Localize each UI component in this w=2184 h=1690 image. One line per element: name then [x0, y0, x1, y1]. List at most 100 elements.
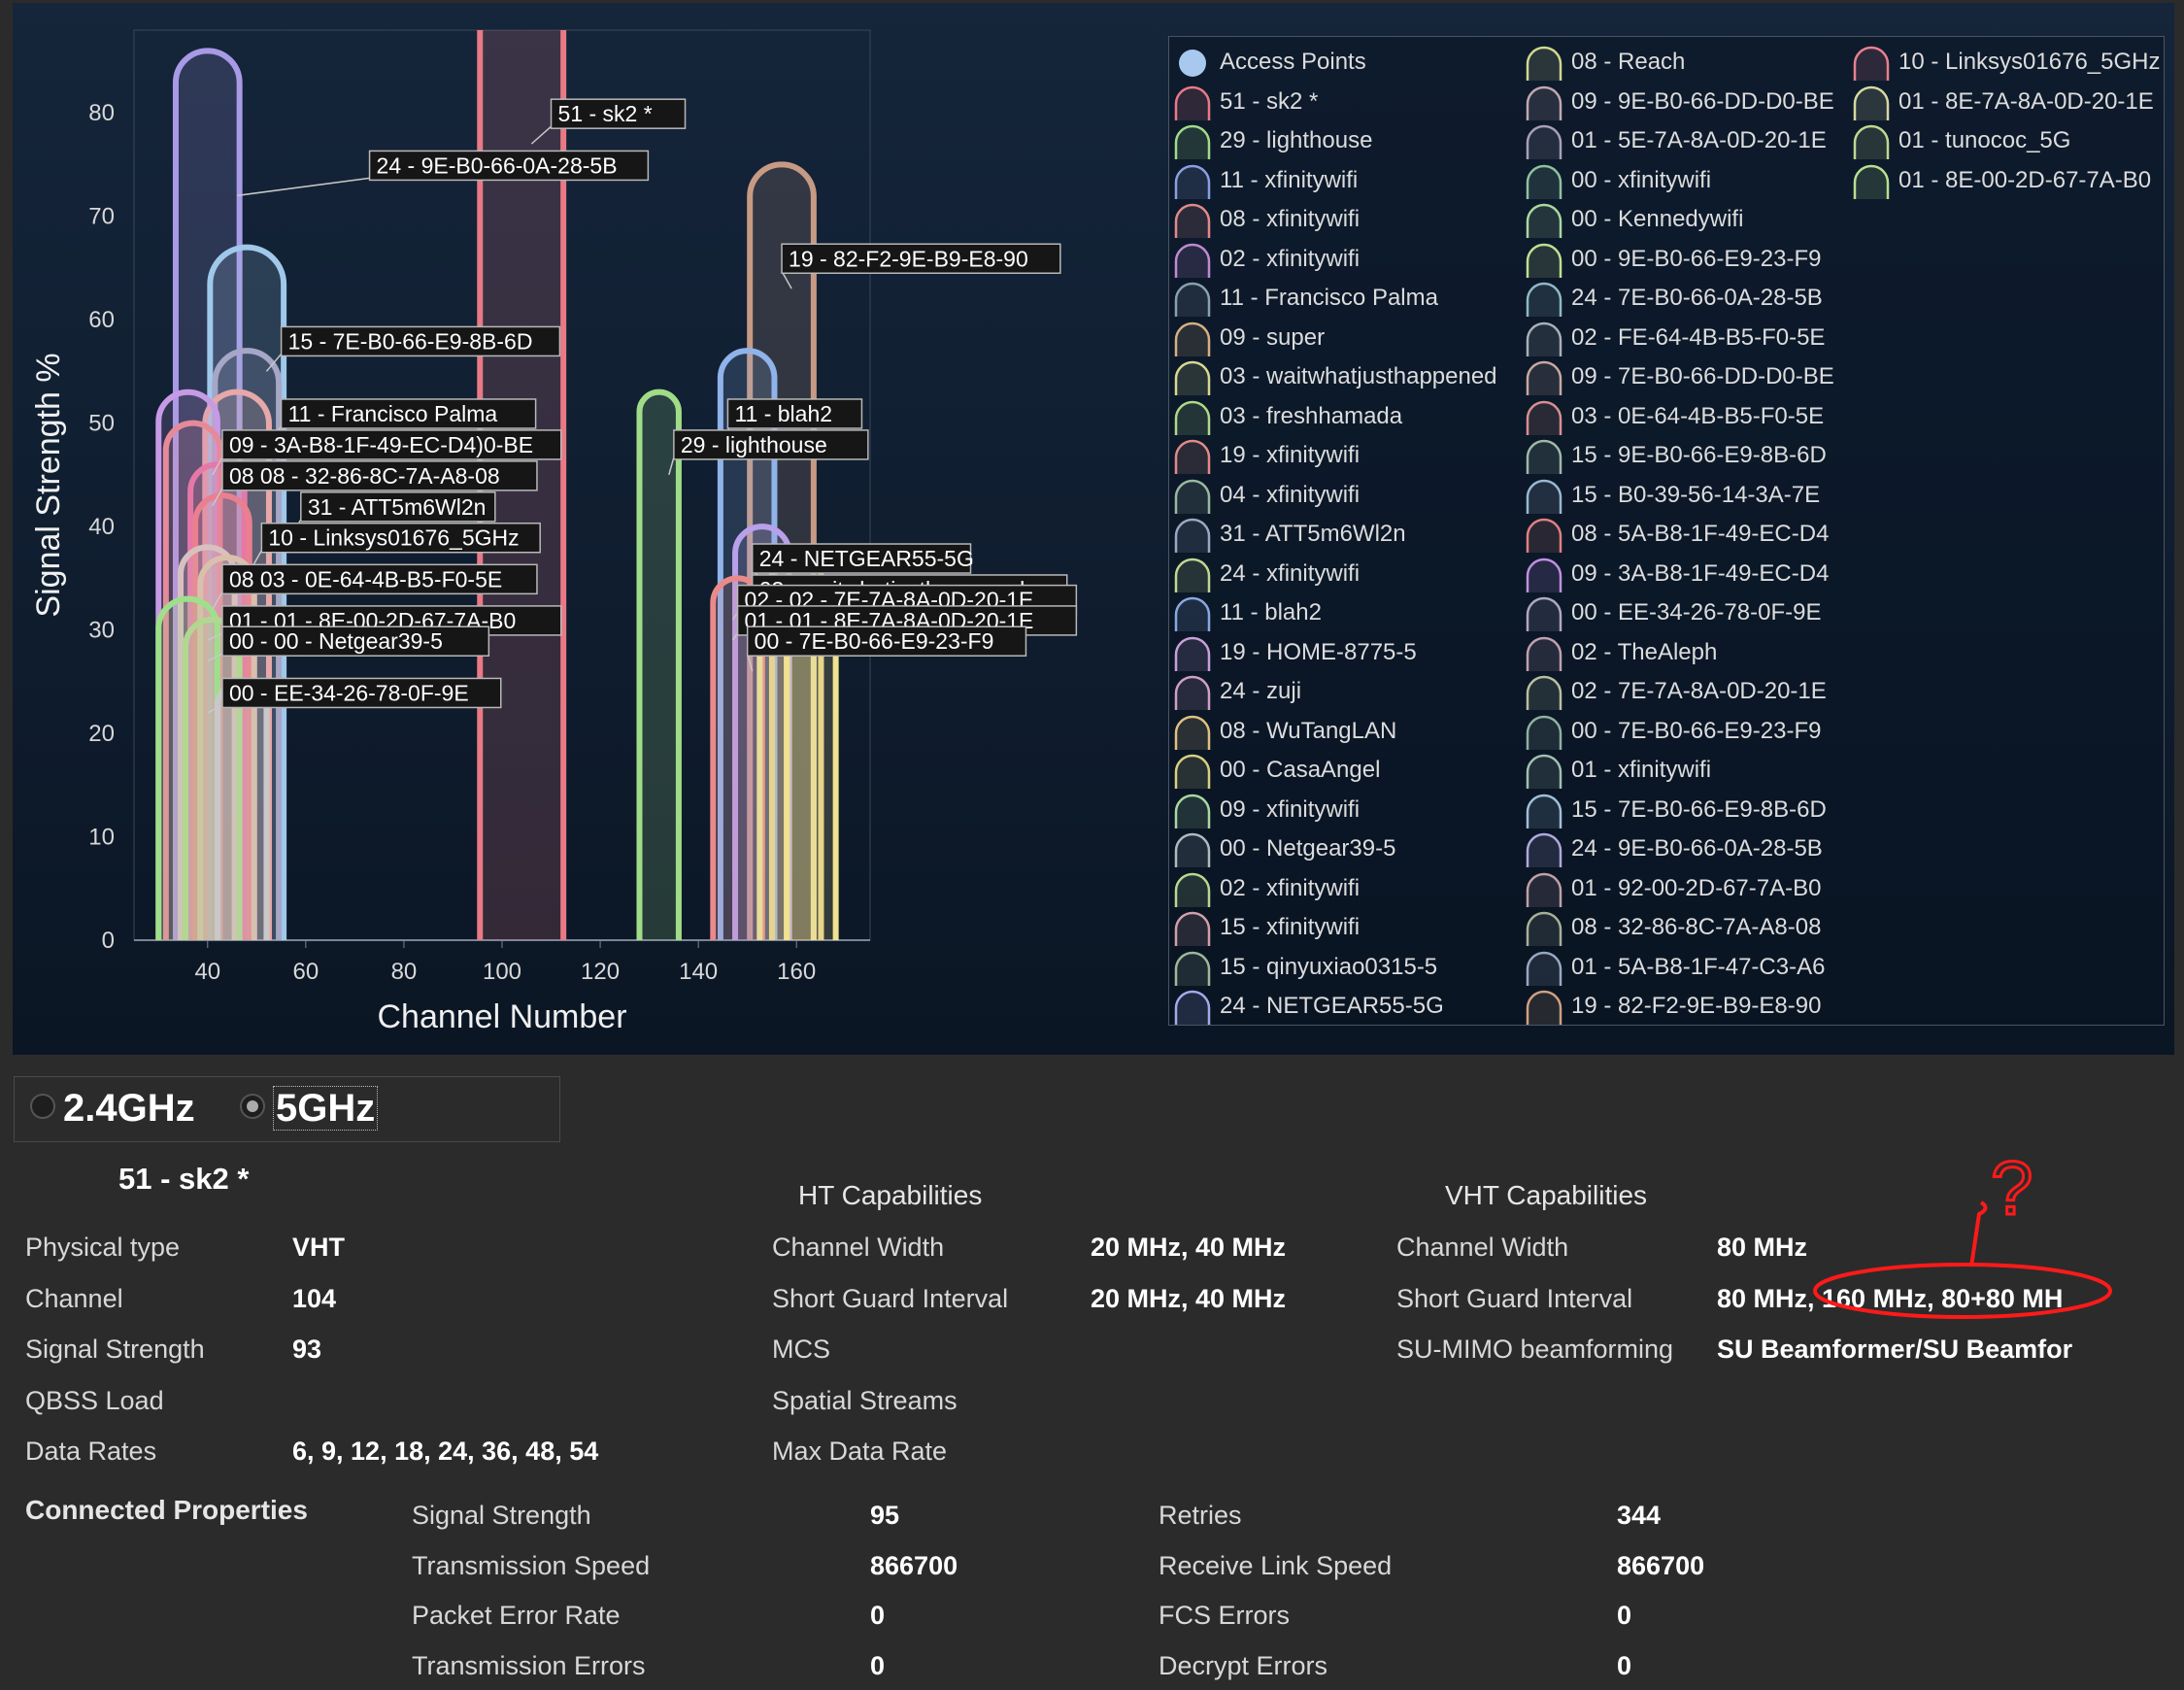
legend-item: 01 - xfinitywifi — [1521, 751, 1834, 791]
callout-leader-line — [265, 353, 283, 372]
property-label: Receive Link Speed — [1159, 1550, 1393, 1580]
legend-item: 00 - 9E-B0-66-E9-23-F9 — [1521, 240, 1834, 280]
legend-item: 00 - xfinitywifi — [1521, 161, 1834, 201]
series-swatch-icon — [1526, 596, 1562, 631]
series-swatch-icon — [1526, 439, 1562, 474]
legend-label: 01 - tunococ_5G — [1898, 127, 2071, 153]
legend-label: 24 - NETGEAR55-5G — [1220, 993, 1444, 1019]
series-swatch-icon — [1174, 321, 1211, 356]
legend-item: 09 - 9E-B0-66-DD-D0-BE — [1521, 83, 1834, 122]
legend-label: 15 - B0-39-56-14-3A-7E — [1571, 481, 1821, 508]
legend-label: 11 - blah2 — [1220, 599, 1322, 625]
callout-label-box — [673, 429, 869, 460]
radio-2-4ghz[interactable]: 2.4GHz — [30, 1087, 195, 1131]
callout-label-box — [221, 460, 538, 491]
annotation-line — [1969, 1200, 1988, 1268]
series-swatch-icon — [1174, 951, 1211, 986]
legend-item: 15 - xfinitywifi — [1169, 908, 1497, 948]
legend-item: 02 - 7E-7A-8A-0D-20-1E — [1521, 672, 1834, 712]
series-swatch-icon — [1853, 124, 1890, 159]
series-curve — [214, 678, 270, 940]
radio-5ghz[interactable]: 5GHz — [240, 1086, 379, 1131]
legend-label: 51 - sk2 * — [1220, 87, 1319, 115]
y-tick-label: 40 — [88, 514, 115, 540]
series-swatch-icon — [1174, 124, 1211, 159]
legend-label: 09 - 3A-B8-1F-49-EC-D4 — [1571, 559, 1830, 587]
series-swatch-icon — [1174, 990, 1211, 1025]
property-label: Spatial Streams — [772, 1385, 958, 1415]
legend-label: 08 - 5A-B8-1F-49-EC-D4 — [1571, 521, 1830, 547]
legend-label: 00 - xfinitywifi — [1571, 166, 1712, 193]
legend-item: 02 - TheAleph — [1521, 633, 1834, 673]
series-swatch-icon — [1526, 321, 1562, 356]
callout-label-box — [260, 522, 541, 554]
series-callout-label: 31 - ATT5m6Wl2n — [308, 494, 487, 520]
legend-item: 15 - 9E-B0-66-E9-8B-6D — [1521, 436, 1834, 476]
series-swatch-icon — [1526, 203, 1562, 238]
legend-label: 09 - 7E-B0-66-DD-D0-BE — [1571, 363, 1834, 389]
legend-item: 11 - Francisco Palma — [1169, 279, 1497, 319]
legend-item: 15 - qinyuxiao0315-5 — [1169, 948, 1497, 988]
series-swatch-icon — [1174, 832, 1211, 867]
legend-label: 01 - 8E-7A-8A-0D-20-1E — [1898, 87, 2154, 115]
property-label: Signal Strength — [25, 1335, 205, 1364]
series-swatch-icon — [1174, 360, 1211, 395]
property-label: Decrypt Errors — [1159, 1650, 1328, 1680]
legend-label: 15 - 7E-B0-66-E9-8B-6D — [1571, 795, 1827, 823]
legend-label: 01 - 5E-7A-8A-0D-20-1E — [1571, 127, 1827, 153]
legend-label: 09 - xfinitywifi — [1220, 795, 1361, 823]
series-swatch-icon — [1526, 479, 1562, 514]
legend-label: 08 - xfinitywifi — [1220, 206, 1361, 232]
property-label: Channel Width — [1396, 1233, 1569, 1262]
legend-label: 02 - xfinitywifi — [1220, 245, 1361, 272]
series-swatch-icon — [1526, 832, 1562, 867]
series-swatch-icon — [1526, 636, 1562, 671]
series-callout-label: 00 - 00 - Netgear39-5 — [229, 628, 443, 654]
callout-label-box — [726, 398, 863, 429]
callout-label-box — [221, 625, 490, 657]
legend-item: 01 - tunococ_5G — [1848, 121, 2160, 161]
series-swatch-icon — [1853, 164, 1890, 199]
property-value: 0 — [1617, 1650, 1632, 1680]
property-label: SU-MIMO beamforming — [1396, 1335, 1674, 1364]
series-callout-label: 24 - 9E-B0-66-0A-28-5B — [377, 152, 618, 178]
property-label: Transmission Errors — [412, 1650, 646, 1680]
callout-label-box — [221, 429, 562, 460]
series-callout-label: 51 - sk2 * — [558, 101, 653, 126]
property-value: 80 MHz — [1717, 1233, 1808, 1262]
series-swatch-icon — [1526, 85, 1562, 120]
property-value: 20 MHz, 40 MHz — [1091, 1233, 1287, 1262]
legend-item: 10 - Linksys01676_5GHz — [1848, 43, 2160, 83]
series-swatch-icon — [1174, 911, 1211, 946]
callout-leader-line — [746, 654, 754, 672]
y-tick-label: 50 — [88, 411, 115, 437]
legend-item: 08 - Reach — [1521, 43, 1834, 83]
radio-2-4ghz-indicator[interactable] — [30, 1094, 55, 1120]
network-title: 51 - sk2 * — [118, 1162, 250, 1196]
legend-label: 01 - xfinitywifi — [1571, 757, 1712, 783]
legend-item: 01 - 5E-7A-8A-0D-20-1E — [1521, 121, 1834, 161]
legend-item: 15 - B0-39-56-14-3A-7E — [1521, 476, 1834, 516]
legend-item: 09 - xfinitywifi — [1169, 791, 1497, 830]
legend-item: 11 - blah2 — [1169, 593, 1497, 633]
callout-label-box — [746, 625, 1027, 657]
legend-item-access-points: Access Points — [1169, 43, 1497, 83]
property-value: 6, 9, 12, 18, 24, 36, 48, 54 — [292, 1436, 599, 1466]
legend-label: 01 - 5A-B8-1F-47-C3-A6 — [1571, 953, 1826, 980]
legend-label: 31 - ATT5m6Wl2n — [1220, 521, 1406, 547]
series-swatch-icon — [1526, 754, 1562, 789]
legend-label: 01 - 8E-00-2D-67-7A-B0 — [1898, 166, 2152, 193]
legend-label: 00 - 9E-B0-66-E9-23-F9 — [1571, 245, 1822, 272]
series-callout-label: 29 - lighthouse — [681, 432, 827, 457]
radio-5ghz-indicator[interactable] — [240, 1094, 265, 1120]
callout-label-box — [280, 398, 537, 429]
legend-item: 51 - sk2 * — [1169, 83, 1497, 122]
property-label: Channel — [25, 1283, 123, 1313]
y-tick-label: 0 — [102, 928, 115, 954]
series-swatch-icon — [1174, 439, 1211, 474]
connected-properties-title: Connected Properties — [25, 1495, 308, 1525]
legend-label: 09 - super — [1220, 323, 1326, 351]
callout-leader-line — [530, 125, 553, 145]
